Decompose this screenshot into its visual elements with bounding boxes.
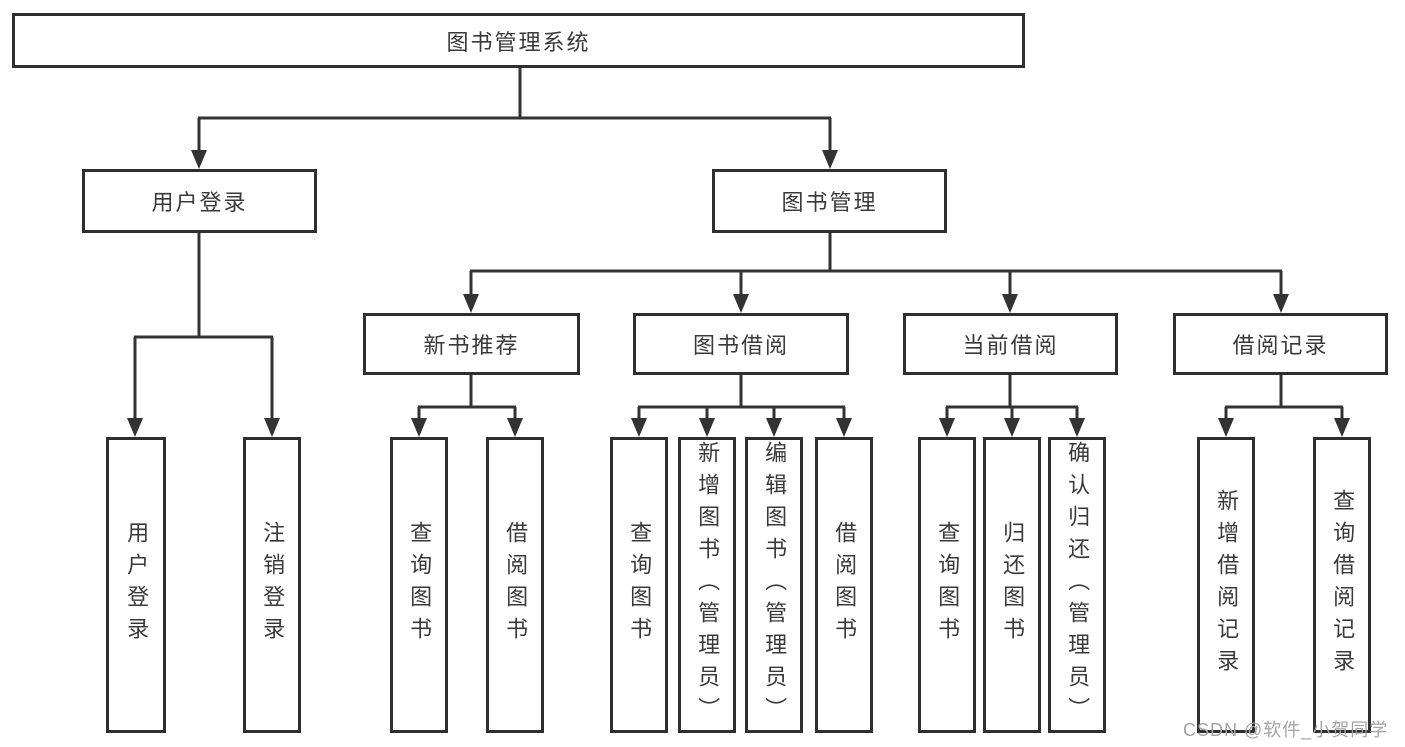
leaf-query-books-borrow: 查询图书 bbox=[610, 437, 668, 733]
leaf-label: 查询图书 bbox=[407, 521, 433, 649]
leaf-confirm-return-admin: 确认归还（管理员） bbox=[1048, 437, 1106, 733]
watermark: CSDN @软件_小贺同学 bbox=[1183, 720, 1389, 740]
leaf-query-borrow-record: 查询借阅记录 bbox=[1313, 437, 1371, 733]
arrow-down-icon bbox=[1002, 294, 1018, 313]
connector-bookmgmt-to-level3 bbox=[463, 233, 1289, 313]
node-borrow-records: 借阅记录 bbox=[1173, 313, 1388, 375]
node-root-system: 图书管理系统 bbox=[12, 13, 1025, 68]
leaf-label: 查询图书 bbox=[627, 521, 653, 649]
arrow-down-icon bbox=[1218, 418, 1234, 437]
arrow-down-icon bbox=[127, 418, 143, 437]
connector-userlogin-to-leaves bbox=[127, 233, 280, 437]
arrow-down-icon bbox=[411, 418, 427, 437]
arrow-down-icon bbox=[766, 418, 782, 437]
leaf-label: 新增借阅记录 bbox=[1214, 489, 1240, 681]
leaf-edit-books-admin: 编辑图书（管理员） bbox=[745, 437, 803, 733]
arrow-down-icon bbox=[631, 418, 647, 437]
arrow-down-icon bbox=[1334, 418, 1350, 437]
leaf-label: 查询借阅记录 bbox=[1330, 489, 1356, 681]
connector-currentborrow-to-leaves bbox=[939, 375, 1085, 437]
node-new-book-recommend: 新书推荐 bbox=[363, 313, 580, 375]
leaf-query-books-newbooks: 查询图书 bbox=[390, 437, 448, 733]
leaf-logout-login: 注销登录 bbox=[243, 437, 301, 733]
arrow-down-icon bbox=[463, 294, 479, 313]
leaf-borrow-books-newbooks: 借阅图书 bbox=[486, 437, 544, 733]
leaf-label: 用户登录 bbox=[124, 521, 150, 649]
arrow-down-icon bbox=[264, 418, 280, 437]
connector-root-to-level2 bbox=[191, 68, 838, 169]
node-book-management: 图书管理 bbox=[712, 169, 947, 233]
arrow-down-icon bbox=[1004, 418, 1020, 437]
arrow-down-icon bbox=[822, 150, 838, 169]
arrow-down-icon bbox=[733, 294, 749, 313]
arrow-down-icon bbox=[836, 418, 852, 437]
leaf-add-borrow-record: 新增借阅记录 bbox=[1197, 437, 1255, 733]
arrow-down-icon bbox=[939, 418, 955, 437]
leaf-add-books-admin: 新增图书（管理员） bbox=[678, 437, 736, 733]
leaf-label: 借阅图书 bbox=[503, 521, 529, 649]
leaf-user-login: 用户登录 bbox=[106, 437, 166, 733]
node-user-login: 用户登录 bbox=[82, 169, 317, 233]
arrow-down-icon bbox=[699, 418, 715, 437]
arrow-down-icon bbox=[1273, 294, 1289, 313]
leaf-label: 新增图书（管理员） bbox=[695, 441, 721, 729]
leaf-return-books: 归还图书 bbox=[983, 437, 1041, 733]
connector-bookborrow-to-leaves bbox=[631, 375, 852, 437]
arrow-down-icon bbox=[191, 150, 207, 169]
leaf-label: 查询图书 bbox=[935, 521, 961, 649]
leaf-label: 归还图书 bbox=[1000, 521, 1026, 649]
node-current-borrow: 当前借阅 bbox=[903, 313, 1118, 375]
node-book-borrow: 图书借阅 bbox=[633, 313, 849, 375]
leaf-label: 借阅图书 bbox=[832, 521, 858, 649]
arrow-down-icon bbox=[507, 418, 523, 437]
leaf-label: 编辑图书（管理员） bbox=[762, 441, 788, 729]
arrow-down-icon bbox=[1069, 418, 1085, 437]
leaf-label: 注销登录 bbox=[260, 521, 286, 649]
leaf-borrow-books-borrow: 借阅图书 bbox=[815, 437, 873, 733]
leaf-query-books-current: 查询图书 bbox=[918, 437, 976, 733]
connector-borrowrecords-to-leaves bbox=[1218, 375, 1350, 437]
leaf-label: 确认归还（管理员） bbox=[1065, 441, 1091, 729]
connector-newbooks-to-leaves bbox=[411, 375, 523, 437]
